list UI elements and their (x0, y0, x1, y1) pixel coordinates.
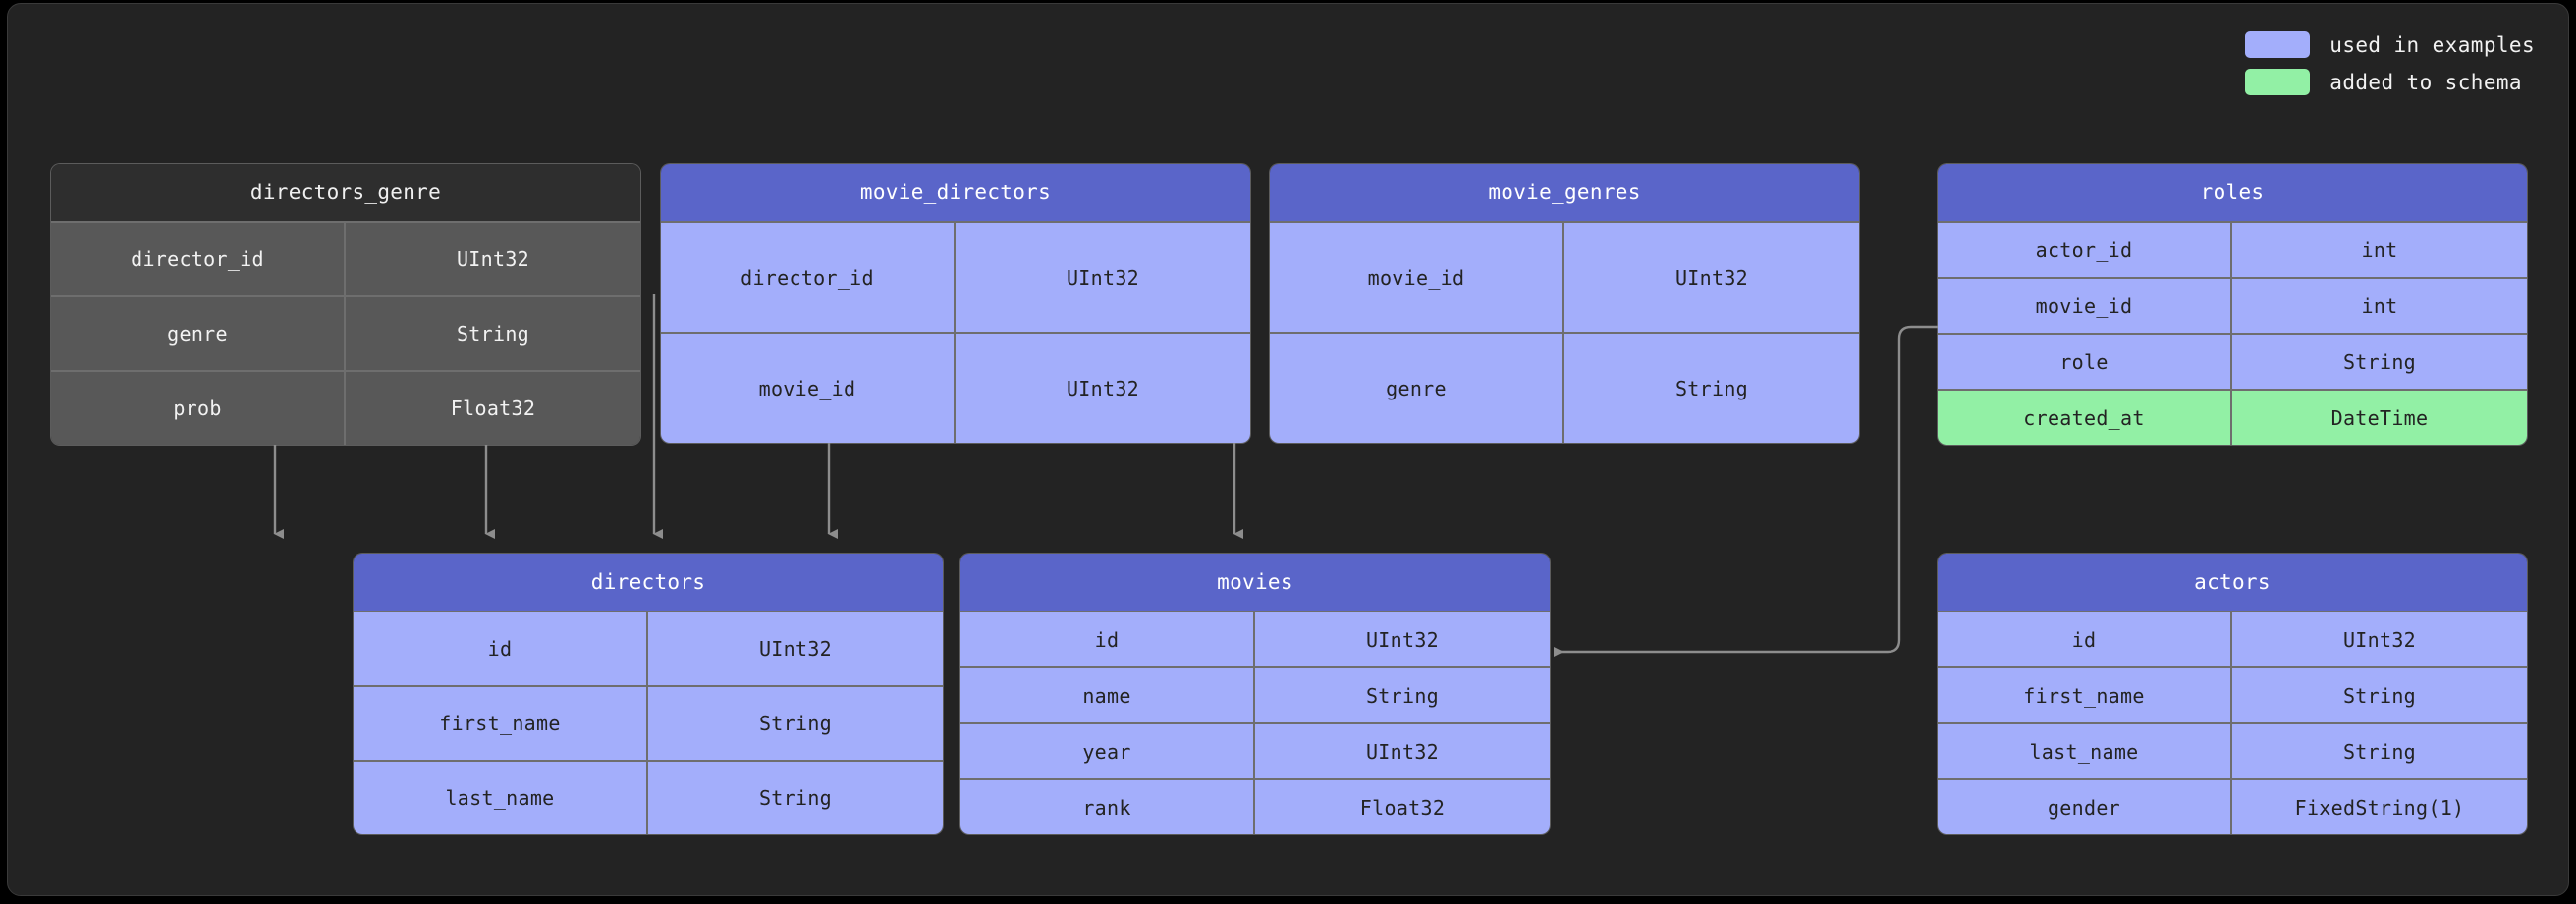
column-type-cell: UInt32 (1365, 627, 1440, 652)
column-name-cell: last_name (1938, 724, 2232, 778)
column-name-cell: director_id (51, 223, 346, 295)
column-type-cell: UInt32 (1674, 265, 1749, 290)
table-row[interactable]: actor_id int (1938, 221, 2527, 277)
column-name-cell: created_at (1938, 391, 2232, 445)
legend-swatch-added-to-schema (2245, 69, 2311, 95)
column-name-cell: movie_id (661, 334, 956, 443)
table-row[interactable]: director_id UInt32 (661, 221, 1250, 332)
column-type-cell: int (2361, 238, 2398, 262)
column-type-cell: UInt32 (1066, 265, 1140, 290)
table-row[interactable]: genre String (1270, 332, 1859, 443)
table-title-movie_directors: movie_directors (661, 164, 1250, 221)
column-name-cell: prob (51, 372, 346, 445)
table-row[interactable]: prob Float32 (51, 370, 640, 445)
column-name-cell: role (1938, 335, 2232, 389)
column-name-cell: id (354, 612, 648, 685)
column-name-cell: id (1938, 612, 2232, 666)
table-title-directors_genre: directors_genre (51, 164, 640, 221)
column-type-cell: FixedString(1) (2294, 795, 2465, 820)
table-row[interactable]: director_id UInt32 (51, 221, 640, 295)
table-row[interactable]: created_at DateTime (1938, 389, 2527, 445)
legend-item-added-to-schema: added to schema (2245, 69, 2535, 95)
column-type-cell: String (1674, 376, 1749, 400)
column-type-cell: String (758, 712, 833, 735)
table-row[interactable]: movie_id UInt32 (1270, 221, 1859, 332)
table-row[interactable]: id UInt32 (1938, 611, 2527, 666)
column-type-cell: Float32 (1359, 795, 1446, 820)
column-type-cell: UInt32 (1365, 739, 1440, 764)
table-row[interactable]: id UInt32 (960, 611, 1550, 666)
column-name-cell: movie_id (1270, 223, 1564, 332)
table-row[interactable]: role String (1938, 333, 2527, 389)
column-type-cell: UInt32 (758, 637, 833, 661)
column-type-cell: UInt32 (456, 247, 530, 271)
table-row[interactable]: first_name String (354, 685, 943, 760)
column-name-cell: director_id (661, 223, 956, 332)
column-name-cell: name (960, 668, 1255, 722)
table-row[interactable]: last_name String (1938, 722, 2527, 778)
column-name-cell: first_name (354, 687, 648, 760)
table-row[interactable]: genre String (51, 295, 640, 370)
legend-swatch-used-in-examples (2245, 31, 2311, 58)
column-type-cell: String (1365, 683, 1440, 708)
column-name-cell: rank (960, 780, 1255, 834)
column-type-cell: String (2342, 683, 2417, 708)
column-name-cell: movie_id (1938, 279, 2232, 333)
column-name-cell: actor_id (1938, 223, 2232, 277)
table-title-movie_genres: movie_genres (1270, 164, 1859, 221)
table-title-movies: movies (960, 554, 1550, 611)
table-title-roles: roles (1938, 164, 2527, 221)
table-row[interactable]: name String (960, 666, 1550, 722)
table-row[interactable]: id UInt32 (354, 611, 943, 685)
table-title-actors: actors (1938, 554, 2527, 611)
column-type-cell: UInt32 (2342, 627, 2417, 652)
column-type-cell: String (456, 322, 530, 346)
legend: used in examples added to schema (2245, 31, 2535, 95)
diagram-canvas: used in examples added to schema directo… (7, 3, 2569, 896)
table-title-directors: directors (354, 554, 943, 611)
column-type-cell: Float32 (450, 397, 536, 420)
table-row[interactable]: gender FixedString(1) (1938, 778, 2527, 834)
column-name-cell: year (960, 724, 1255, 778)
legend-item-used-in-examples: used in examples (2245, 31, 2535, 58)
column-type-cell: int (2361, 293, 2398, 318)
column-name-cell: genre (51, 297, 346, 370)
column-name-cell: id (960, 612, 1255, 666)
table-row[interactable]: last_name String (354, 760, 943, 834)
table-row[interactable]: year UInt32 (960, 722, 1550, 778)
column-type-cell: String (2342, 349, 2417, 374)
table-row[interactable]: first_name String (1938, 666, 2527, 722)
table-row[interactable]: movie_id int (1938, 277, 2527, 333)
legend-label-added-to-schema: added to schema (2329, 70, 2522, 94)
column-type-cell: DateTime (2330, 405, 2429, 430)
table-row[interactable]: rank Float32 (960, 778, 1550, 834)
column-type-cell: String (2342, 739, 2417, 764)
column-name-cell: genre (1270, 334, 1564, 443)
column-name-cell: last_name (354, 762, 648, 834)
column-name-cell: first_name (1938, 668, 2232, 722)
table-row[interactable]: movie_id UInt32 (661, 332, 1250, 443)
column-type-cell: UInt32 (1066, 376, 1140, 400)
column-name-cell: gender (1938, 780, 2232, 834)
legend-label-used-in-examples: used in examples (2329, 32, 2535, 57)
column-type-cell: String (758, 786, 833, 810)
